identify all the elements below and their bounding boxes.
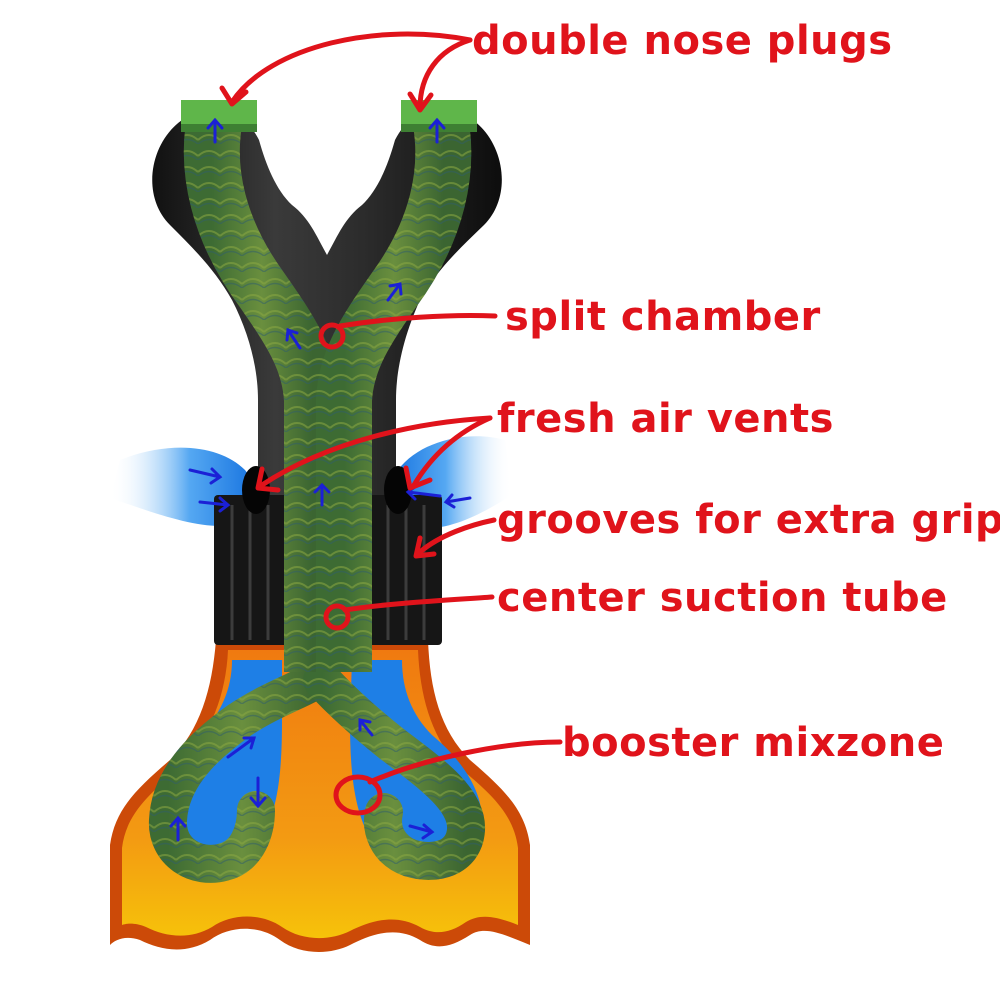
leader-nose-plugs	[219, 31, 473, 113]
right-vent	[384, 466, 412, 514]
right-nose-plug-shade	[401, 124, 477, 132]
flow-arrow-icon	[198, 496, 231, 513]
leader-split-chamber	[318, 312, 498, 350]
leader-suction-tube	[323, 594, 495, 631]
leader-fresh-air-vents	[255, 415, 493, 493]
flow-arrow-icon	[226, 736, 257, 759]
flow-arrows	[169, 117, 472, 842]
flow-arrow-icon	[285, 327, 302, 350]
label-grooves-for-extra-grip: grooves for extra grip	[497, 497, 1000, 543]
leader-booster	[333, 739, 563, 816]
flow-arrow-icon	[386, 282, 403, 302]
flow-arrow-icon	[313, 482, 331, 507]
label-split-chamber: split chamber	[505, 294, 821, 340]
flow-arrow-icon	[408, 823, 435, 840]
left-nose-plug-shade	[181, 124, 257, 132]
flow-arrow-icon	[169, 815, 187, 842]
label-booster-mixzone: booster mixzone	[562, 720, 944, 766]
left-mix-loop-texture	[149, 661, 335, 883]
flow-arrow-icon	[206, 117, 224, 144]
leader-grooves	[413, 517, 497, 559]
left-tube-texture	[183, 112, 340, 672]
booster-base	[110, 640, 530, 952]
flow-arrow-icon	[249, 776, 267, 809]
flow-arrow-icon	[443, 493, 472, 509]
flow-arrow-icon	[428, 117, 446, 144]
label-center-suction-tube: center suction tube	[497, 575, 948, 621]
flow-arrow-icon	[188, 467, 223, 485]
leader-lines	[219, 31, 563, 816]
label-double-nose-plugs: double nose plugs	[472, 18, 893, 64]
label-fresh-air-vents: fresh air vents	[497, 396, 834, 442]
right-mix-loop-texture	[303, 661, 485, 880]
left-vent	[242, 466, 270, 514]
flow-arrow-icon	[358, 718, 374, 737]
